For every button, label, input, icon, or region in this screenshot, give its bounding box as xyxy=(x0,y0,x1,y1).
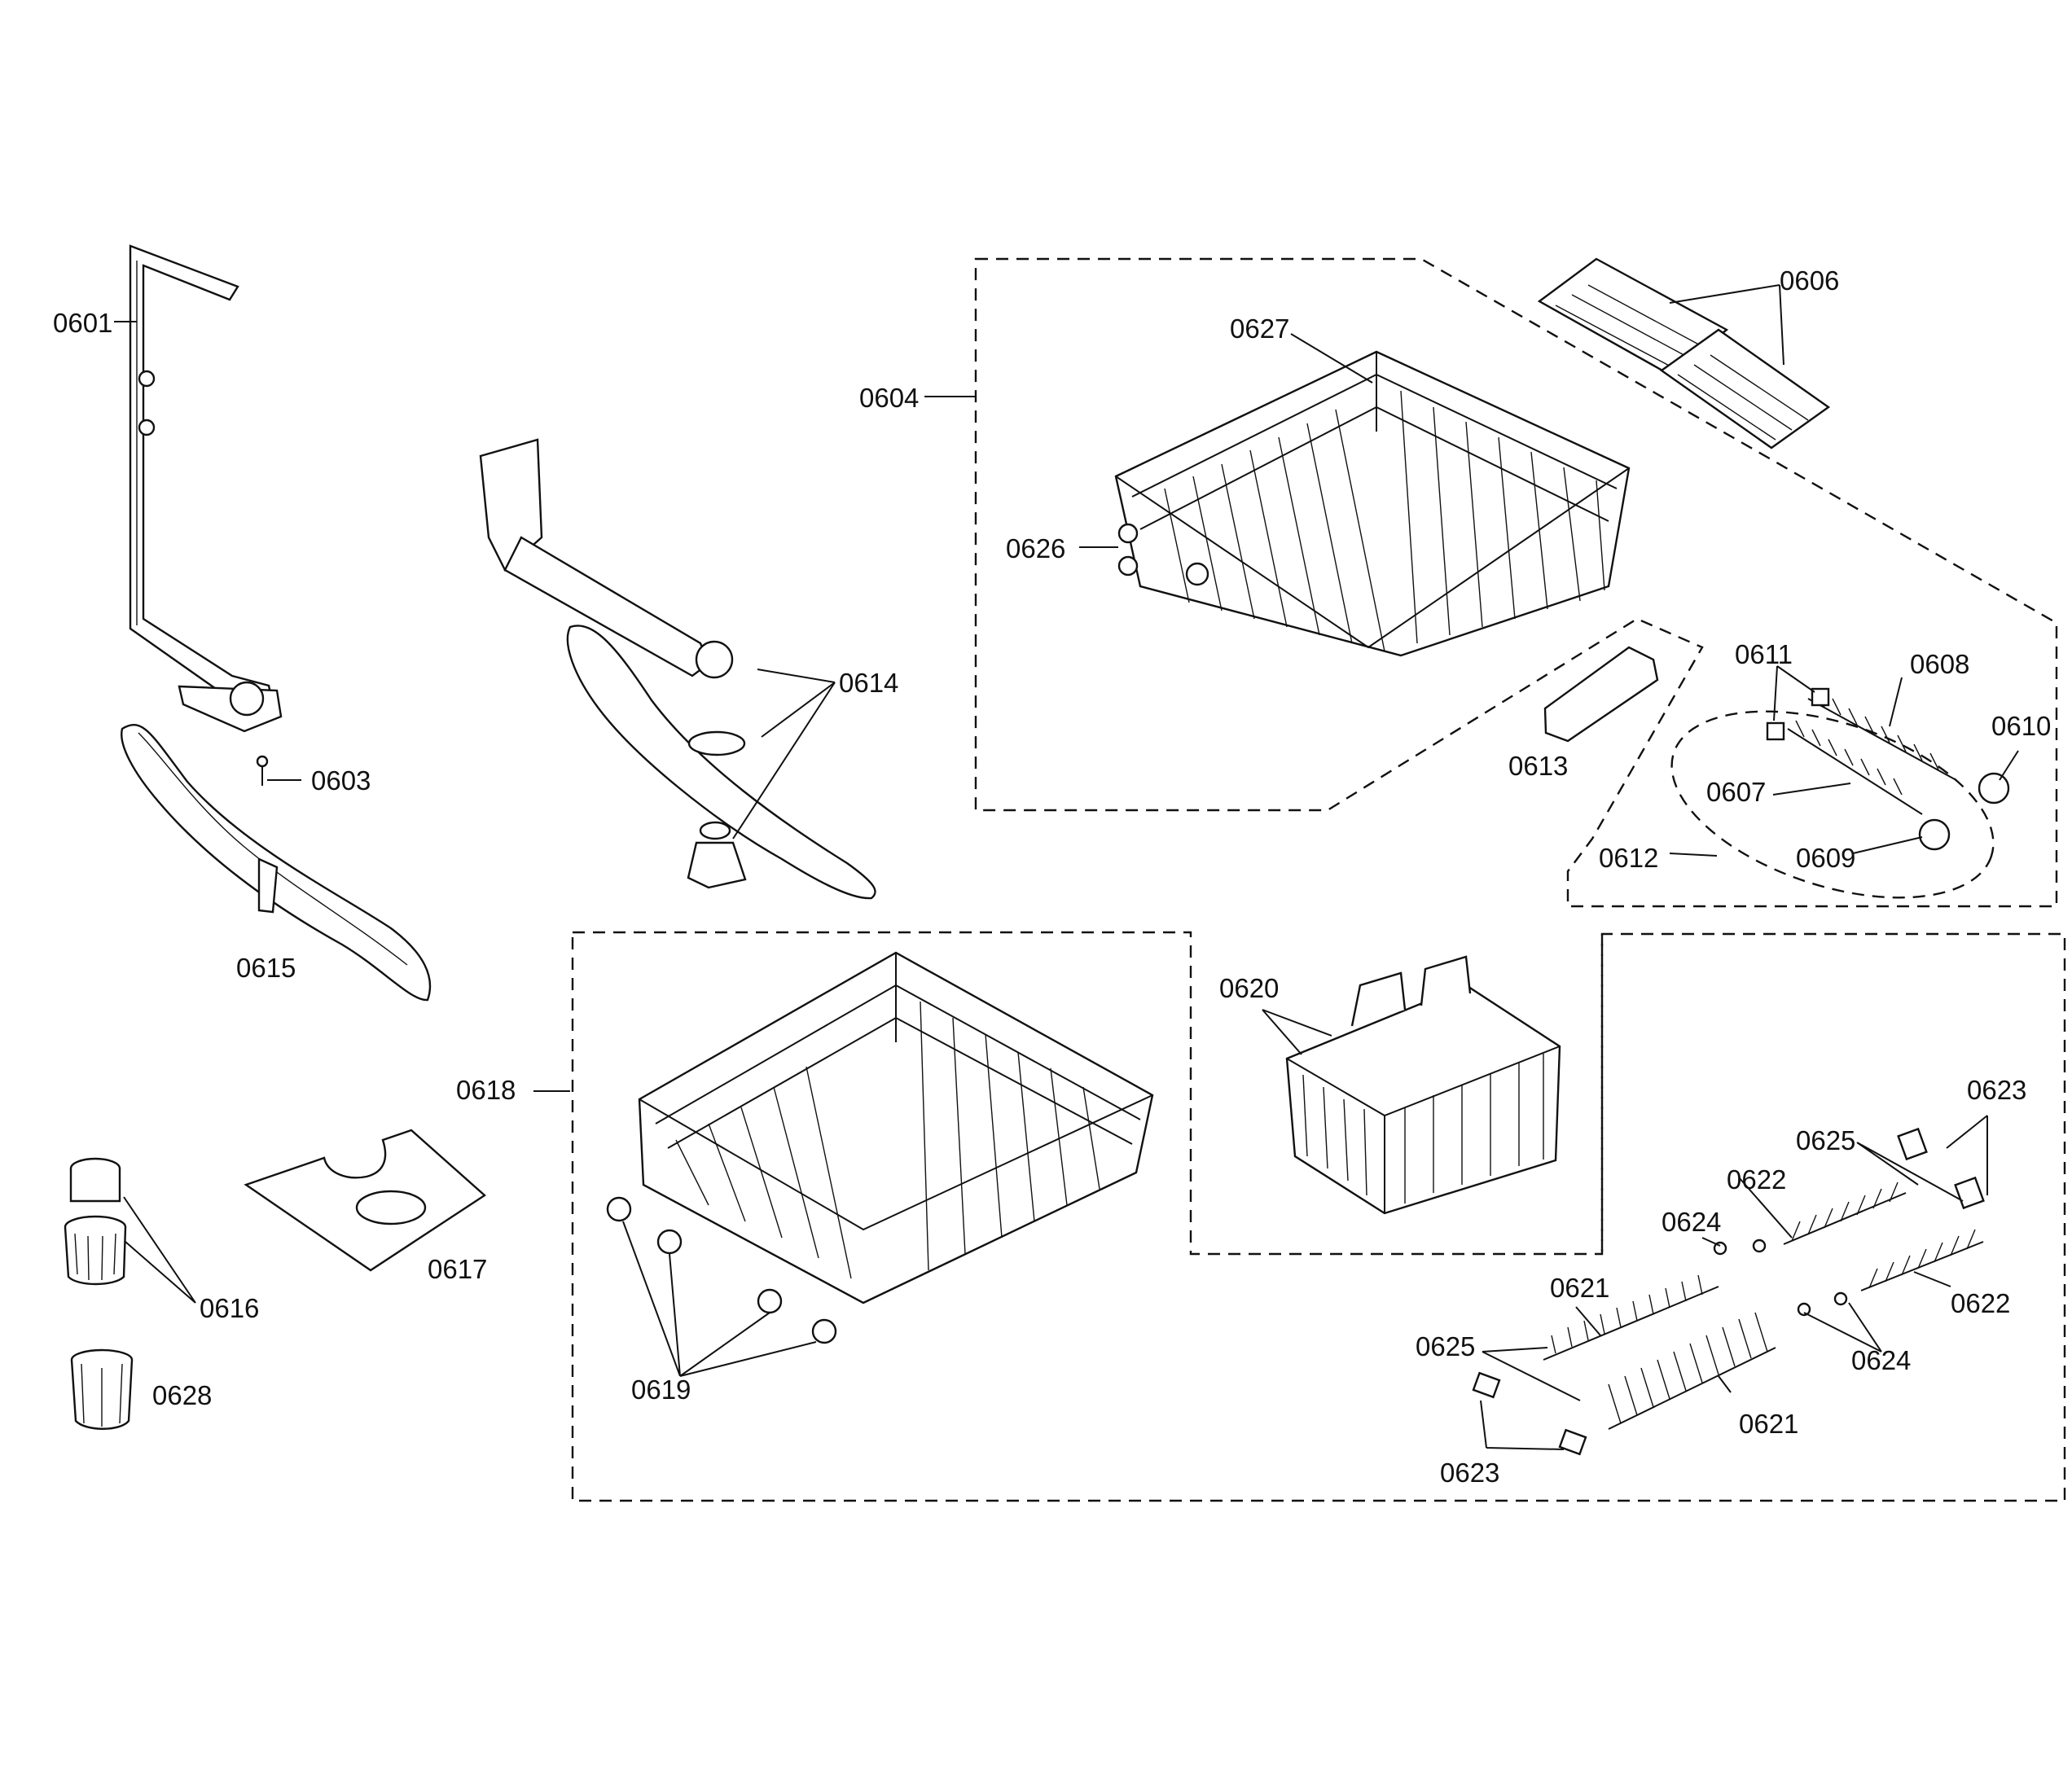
pins-0624 xyxy=(1713,1239,1848,1317)
upper-rack-tines xyxy=(1164,390,1605,652)
label-0604: 0604 xyxy=(859,383,919,413)
label-0627: 0627 xyxy=(1230,313,1289,344)
label-0621-lower: 0621 xyxy=(1739,1409,1798,1439)
label-0601: 0601 xyxy=(53,308,112,338)
label-0611: 0611 xyxy=(1735,639,1793,669)
label-0621-upper: 0621 xyxy=(1550,1273,1609,1303)
leader-lines xyxy=(114,284,2019,1450)
assembly-0612-boundary xyxy=(1670,710,1995,899)
part-labels: 0601 0603 0604 0606 0607 0608 0609 0610 … xyxy=(53,265,2051,1488)
upper-spray-arm-0614 xyxy=(479,438,876,900)
lower-rack-0618 xyxy=(606,951,1154,1344)
label-0622-lower: 0622 xyxy=(1951,1288,2010,1318)
wheels-0619 xyxy=(606,1196,837,1344)
upper-rack-0604 xyxy=(1114,350,1631,657)
lower-rack-tines xyxy=(675,1001,1100,1279)
folding-tines-0622 xyxy=(1783,1182,1984,1291)
label-0620: 0620 xyxy=(1219,973,1279,1003)
label-0625-lower: 0625 xyxy=(1416,1331,1475,1361)
folding-tines-0621 xyxy=(1543,1274,1776,1430)
label-0609: 0609 xyxy=(1796,843,1855,873)
cup-shelf-0606 xyxy=(1537,257,1831,449)
tine-row-0607 xyxy=(1787,720,1923,815)
label-0617: 0617 xyxy=(428,1254,487,1284)
label-0624-lower: 0624 xyxy=(1851,1345,1911,1375)
label-0628: 0628 xyxy=(152,1380,212,1410)
label-0619: 0619 xyxy=(631,1374,691,1405)
label-0608: 0608 xyxy=(1910,649,1969,679)
supply-tube-0601 xyxy=(129,244,283,733)
label-0622-upper: 0622 xyxy=(1727,1164,1786,1195)
label-0607: 0607 xyxy=(1706,777,1766,807)
label-0624-upper: 0624 xyxy=(1662,1207,1721,1237)
label-0626: 0626 xyxy=(1006,533,1065,563)
label-0614: 0614 xyxy=(839,668,898,698)
tine-row-0608 xyxy=(1807,690,1956,780)
micro-filter-0628 xyxy=(70,1348,134,1430)
label-0625-upper: 0625 xyxy=(1796,1125,1855,1155)
hubs-0609-0610 xyxy=(1918,772,2010,851)
label-0612: 0612 xyxy=(1599,843,1658,873)
screw-0603 xyxy=(256,755,269,786)
label-0618: 0618 xyxy=(456,1075,516,1105)
label-0616: 0616 xyxy=(200,1293,259,1323)
label-0623-upper: 0623 xyxy=(1967,1075,2026,1105)
label-0610: 0610 xyxy=(1991,711,2051,741)
label-0603: 0603 xyxy=(311,765,371,796)
upper-rack-group-boundary xyxy=(974,257,2058,908)
cover-plate-0617 xyxy=(244,1129,486,1272)
label-0623-lower: 0623 xyxy=(1440,1458,1499,1488)
clips-0611 xyxy=(1766,687,1830,741)
cutlery-basket-0620 xyxy=(1285,955,1561,1215)
lower-spray-arm-0615 xyxy=(121,724,432,1002)
label-0615: 0615 xyxy=(236,953,296,983)
handle-0613 xyxy=(1543,646,1659,743)
label-0606: 0606 xyxy=(1780,265,1839,296)
filter-assembly-0616 xyxy=(64,1157,127,1286)
label-0613: 0613 xyxy=(1508,751,1568,781)
